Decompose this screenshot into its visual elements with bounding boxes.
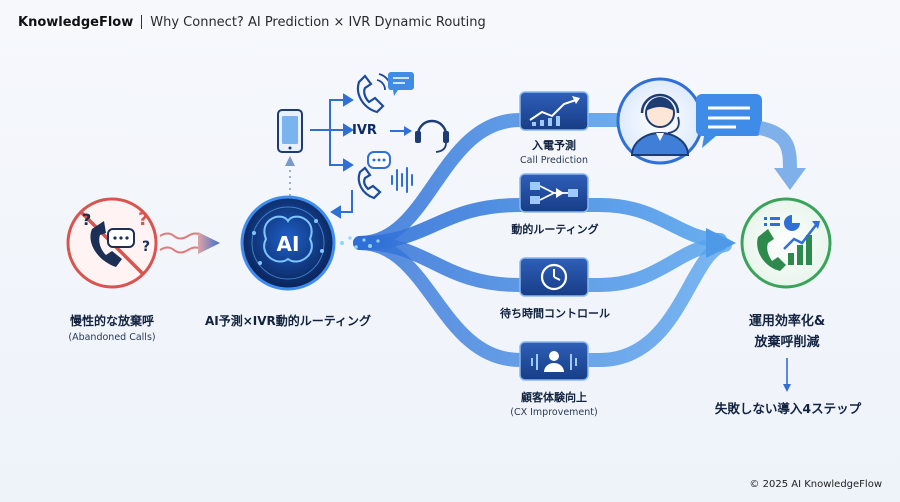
wait-time-box [519,257,589,297]
result-title-line2: 放棄呼削減 [754,335,820,350]
ai-hub [240,195,336,291]
phone-branches [310,93,354,172]
call-prediction-title: 入電予測 [532,139,576,152]
next-steps-title: 失敗しない導入4ステップ [714,401,862,416]
ai-hub-badge: AI [277,232,300,256]
header: KnowledgeFlow Why Connect? AI Prediction… [18,12,486,32]
cx-box [519,341,589,381]
agent-avatar [616,77,704,165]
cx-title: 顧客体験向上 [521,391,587,404]
agent-speech-bubble-icon [696,94,762,148]
arrow-abandoned-to-hub [159,232,220,254]
ivr-to-headset-arrowhead [404,126,412,136]
header-subtitle: Why Connect? AI Prediction × IVR Dynamic… [150,14,486,30]
svg-text:?: ? [82,210,91,229]
header-divider [141,15,143,29]
footer-copyright: © 2025 AI KnowledgeFlow [749,479,882,490]
chat-bubble-icon [367,151,391,169]
phone-call-icon [356,73,392,114]
result-title-line1: 運用効率化& [748,314,826,329]
dynamic-routing-title: 動的ルーティング [511,223,599,236]
abandoned-title: 慢性的な放棄呼 [69,314,154,328]
result-icon [740,197,832,289]
ivr-label: IVR [352,123,377,138]
arrow-to-result [706,228,736,258]
result-to-steps-arrowhead [783,384,791,392]
wait-time-label: 待ち時間コントロール [470,305,640,321]
svg-text:?: ? [142,239,150,255]
data-stream [340,236,380,249]
brand-name: KnowledgeFlow [18,14,134,30]
mobile-phone-icon [277,109,303,153]
dynamic-routing-label: 動的ルーティング [480,221,630,237]
result-label: 運用効率化& 放棄呼削減 [716,310,858,350]
phone-voice-icon [357,166,382,200]
abandoned-label: 慢性的な放棄呼 (Abandoned Calls) [52,312,172,343]
cx-label: 顧客体験向上 (CX Improvement) [494,389,614,418]
hub-to-phone-arrowhead [285,156,295,166]
call-prediction-box [519,91,589,131]
ivr-return-arrow [330,190,353,219]
call-prediction-label: 入電予測 Call Prediction [494,137,614,166]
ai-hub-title: AI予測×IVR動的ルーティング [204,314,372,328]
ai-hub-label: AI予測×IVR動的ルーティング [198,312,378,329]
abandoned-subtitle: (Abandoned Calls) [68,332,156,343]
abandoned-calls-icon: ? ? ? [66,197,158,289]
arrow-agent-to-result [758,121,806,190]
dynamic-routing-box [519,173,589,213]
next-steps-link[interactable]: 失敗しない導入4ステップ [700,398,876,417]
svg-text:?: ? [138,209,148,230]
call-prediction-subtitle: Call Prediction [520,155,588,166]
headset-icon [415,119,449,153]
voice-waveform-icon [391,167,413,193]
speech-bubble-icon [388,72,414,96]
cx-subtitle: (CX Improvement) [510,407,598,418]
wait-time-title: 待ち時間コントロール [500,307,610,320]
